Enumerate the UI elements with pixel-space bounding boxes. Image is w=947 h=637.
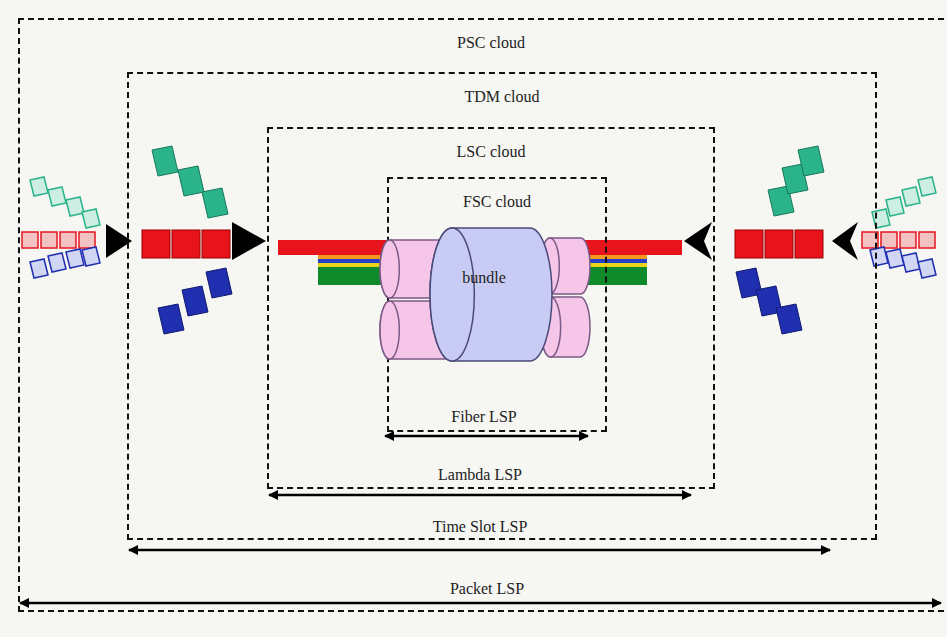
time-slot-lsp-label: Time Slot LSP [430,518,531,536]
fiber-bundle: bundle [378,225,592,370]
packet-lsp-label: Packet LSP [447,580,527,598]
fiber-lsp-label: Fiber LSP [448,408,519,426]
cloud-title: TDM cloud [129,88,875,106]
bundle-label: bundle [462,269,506,287]
dimension-arrows [20,436,941,603]
lambda-lsp-label: Lambda LSP [435,466,525,484]
bundle-outline [378,225,592,370]
cloud-title: FSC cloud [389,193,605,211]
fsc-cloud: FSC cloud bundle [387,177,607,432]
cloud-title: PSC cloud [20,34,947,52]
cloud-title: LSC cloud [269,143,713,161]
lsc-cloud: LSC cloudFSC cloud bundle [267,127,715,489]
